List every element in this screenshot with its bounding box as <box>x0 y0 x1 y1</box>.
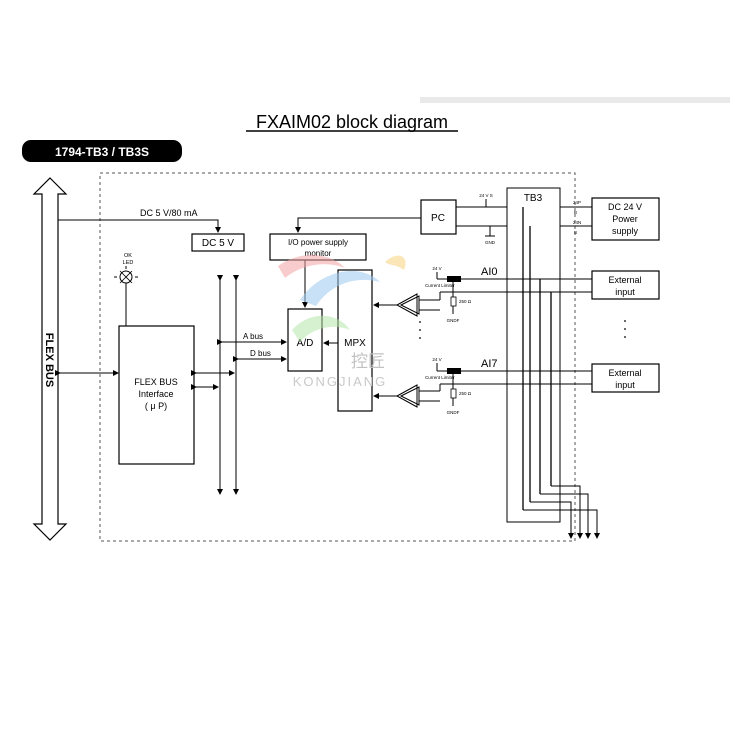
ad-label: A/D <box>297 338 314 349</box>
ai0-resistor: 250 Ω <box>459 299 472 304</box>
dc24-line3: supply <box>612 226 639 236</box>
channel-ellipsis-left <box>419 321 421 339</box>
watermark-cn: 控匠 <box>351 352 385 372</box>
external-input-0-line2: input <box>615 287 635 297</box>
dc24-line2: Power <box>612 214 638 224</box>
dc5v-box <box>191 233 245 252</box>
ai0-supply: 24 V <box>432 266 441 271</box>
ai0-limiter: Current Limiter <box>425 283 455 288</box>
ai7-resistor: 250 Ω <box>459 391 472 396</box>
pin-24n: 24N <box>573 220 581 225</box>
watermark-en: KONGJIANG <box>293 374 388 389</box>
pc-to-monitor <box>295 217 421 233</box>
mpx-box <box>337 269 373 412</box>
channel-ai0: 24 V Current Limiter AI0 250 Ω GNDF <box>373 266 551 323</box>
external-input-box-0 <box>591 270 660 300</box>
pc-box <box>420 199 457 235</box>
external-input-7-line1: External <box>608 368 641 378</box>
external-input-7-line2: input <box>615 380 635 390</box>
ai7-label: AI7 <box>481 358 498 370</box>
io-monitor-line2: monitor <box>305 249 332 258</box>
ai7-supply: 24 V <box>432 357 441 362</box>
io-monitor-line1: I/O power supply <box>288 238 348 247</box>
ok-led-text-2: LED <box>123 260 134 266</box>
ai7-limiter: Current Limiter <box>425 375 455 380</box>
scan-artefact <box>420 97 730 103</box>
bottom-out-1 <box>523 509 600 539</box>
mpx-label: MPX <box>344 338 366 349</box>
flex-bus-label: FLEX BUS <box>43 333 55 387</box>
pc-gnd-label: GND <box>485 240 496 245</box>
ok-led-icon <box>114 266 138 326</box>
a-bus-label: A bus <box>243 332 263 341</box>
channel-ellipsis-right <box>624 320 626 338</box>
pin-24p: 24P <box>573 200 581 205</box>
pc-label: PC <box>431 213 445 224</box>
flex-bus-arrow <box>32 177 68 541</box>
header-badge-label: 1794-TB3 / TB3S <box>55 145 149 159</box>
external-input-0-line1: External <box>608 275 641 285</box>
module-boundary <box>99 172 576 542</box>
external-input-box-7 <box>591 363 660 393</box>
flex-interface-line3: ( μ P) <box>145 401 167 411</box>
ai0-label: AI0 <box>481 266 498 278</box>
pin-mark-1: B <box>574 210 577 215</box>
header-badge <box>22 140 182 162</box>
tb3-block <box>506 187 561 523</box>
dc-supply-text: DC 5 V/80 mA <box>140 208 198 218</box>
pin-mark-2: B <box>574 230 577 235</box>
d-bus-label: D bus <box>250 349 271 358</box>
dc24-box <box>591 197 660 241</box>
tb3-label: TB3 <box>524 193 543 204</box>
channel-ai7: 24 V Current Limiter AI7 250 Ω GNDF <box>373 357 551 415</box>
watermark-logo <box>278 254 406 342</box>
ai0-gnd: GNDF <box>447 318 460 323</box>
dc24-line1: DC 24 V <box>608 202 642 212</box>
bottom-out-2 <box>540 493 591 539</box>
ai7-gnd: GNDF <box>447 410 460 415</box>
flex-interface-line1: FLEX BUS <box>134 377 178 387</box>
pc-supply-label: 24 V S <box>479 193 493 198</box>
flex-interface-line2: Interface <box>138 389 173 399</box>
bottom-out-3 <box>551 485 583 539</box>
ok-led-text-1: OK <box>124 253 132 259</box>
flex-bus-interface-box <box>118 325 195 465</box>
bottom-out-4 <box>530 501 574 539</box>
dc-supply-line <box>58 219 221 233</box>
diagram-title: FXAIM02 block diagram <box>256 112 448 132</box>
dc5v-label: DC 5 V <box>202 238 235 249</box>
